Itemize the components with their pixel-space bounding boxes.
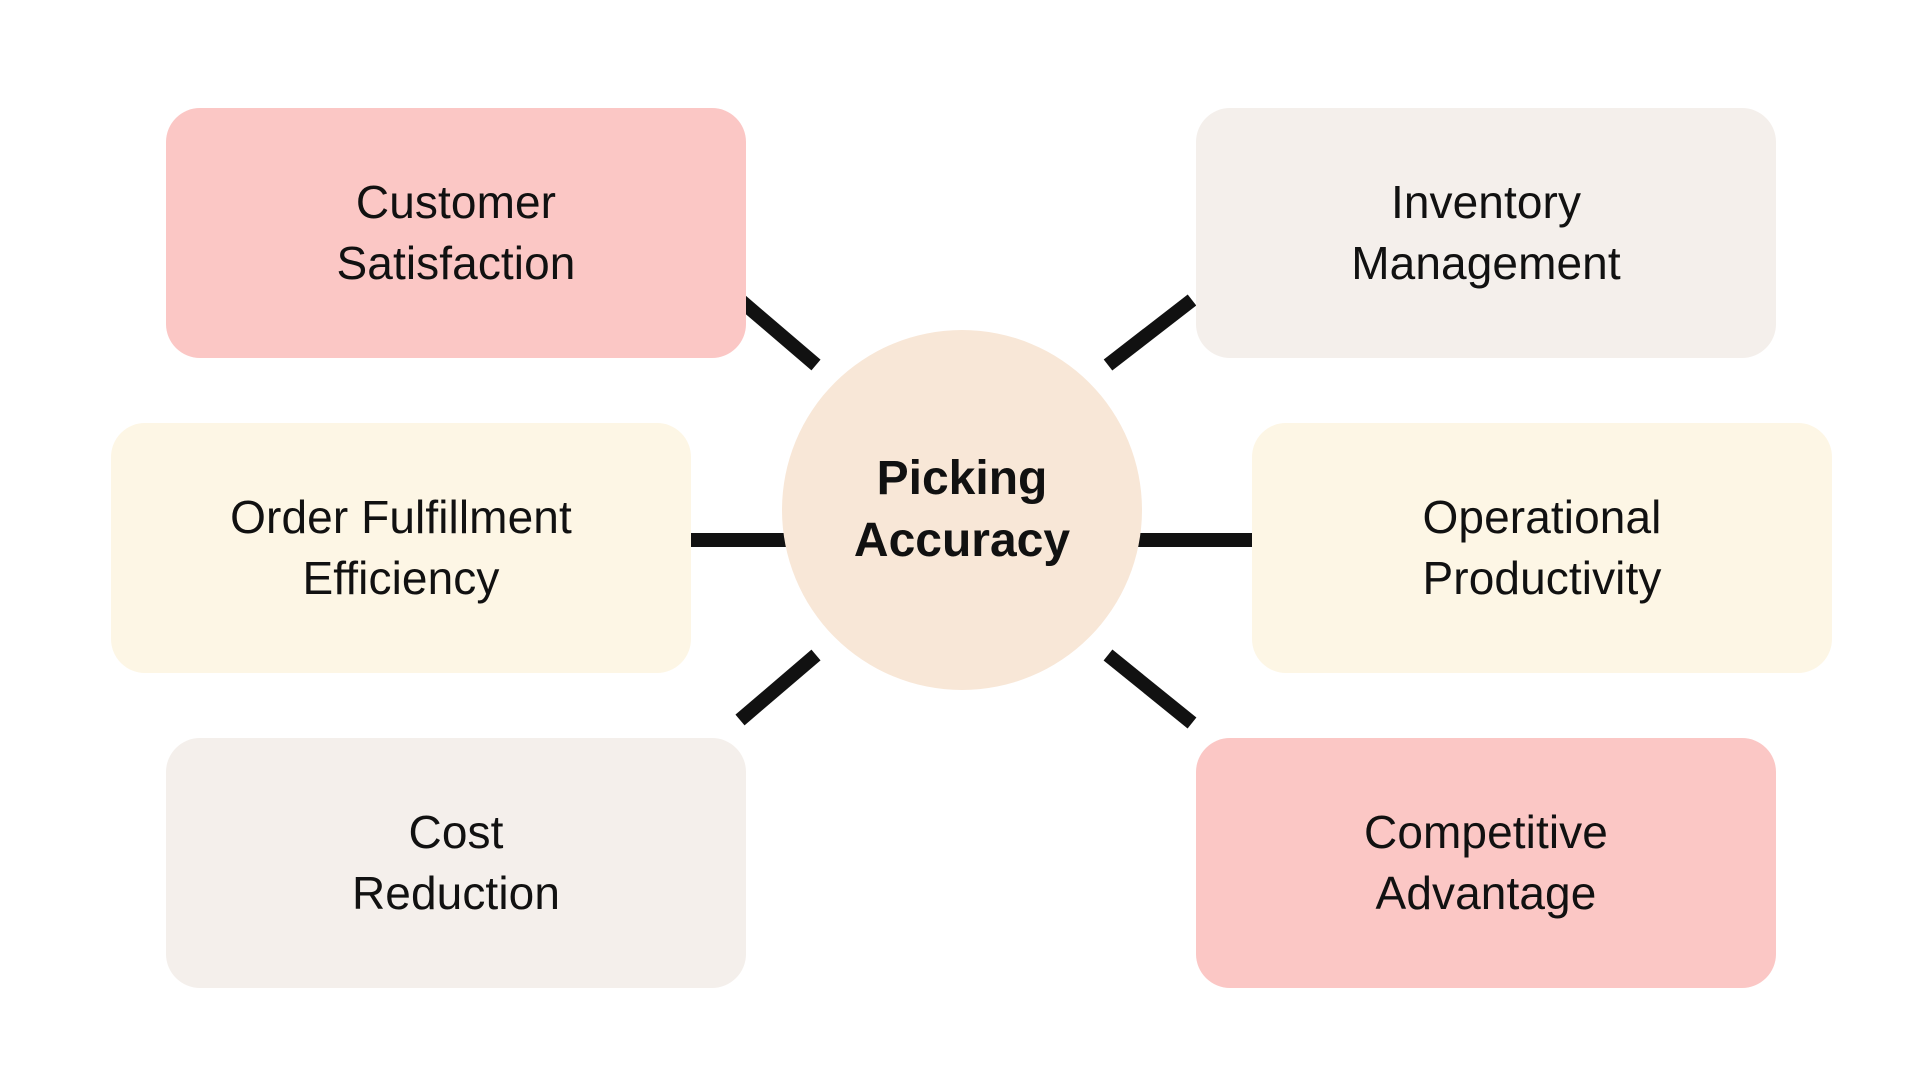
node-label-order-fulfillment-efficiency: Order Fulfillment Efficiency	[230, 491, 572, 604]
node-competitive-advantage[interactable]: Competitive Advantage	[1196, 738, 1776, 988]
connector-center-to-inventory-management	[1103, 294, 1197, 371]
node-cost-reduction[interactable]: Cost Reduction	[166, 738, 746, 988]
node-label-customer-satisfaction: Customer Satisfaction	[336, 176, 576, 289]
connector-center-to-competitive-advantage	[1103, 649, 1197, 729]
node-inventory-management[interactable]: Inventory Management	[1196, 108, 1776, 358]
node-order-fulfillment-efficiency[interactable]: Order Fulfillment Efficiency	[111, 423, 691, 673]
node-picking-accuracy-center[interactable]: Picking Accuracy	[782, 330, 1142, 690]
node-label-cost-reduction: Cost Reduction	[351, 806, 561, 919]
node-label-competitive-advantage: Competitive Advantage	[1364, 806, 1608, 919]
node-label-operational-productivity: Operational Productivity	[1422, 491, 1662, 604]
node-customer-satisfaction[interactable]: Customer Satisfaction	[166, 108, 746, 358]
connector-center-to-customer-satisfaction	[735, 294, 821, 371]
node-label-inventory-management: Inventory Management	[1351, 176, 1621, 289]
node-operational-productivity[interactable]: Operational Productivity	[1252, 423, 1832, 673]
node-label-picking-accuracy: Picking Accuracy	[853, 451, 1071, 567]
connector-center-to-cost-reduction	[735, 649, 821, 726]
